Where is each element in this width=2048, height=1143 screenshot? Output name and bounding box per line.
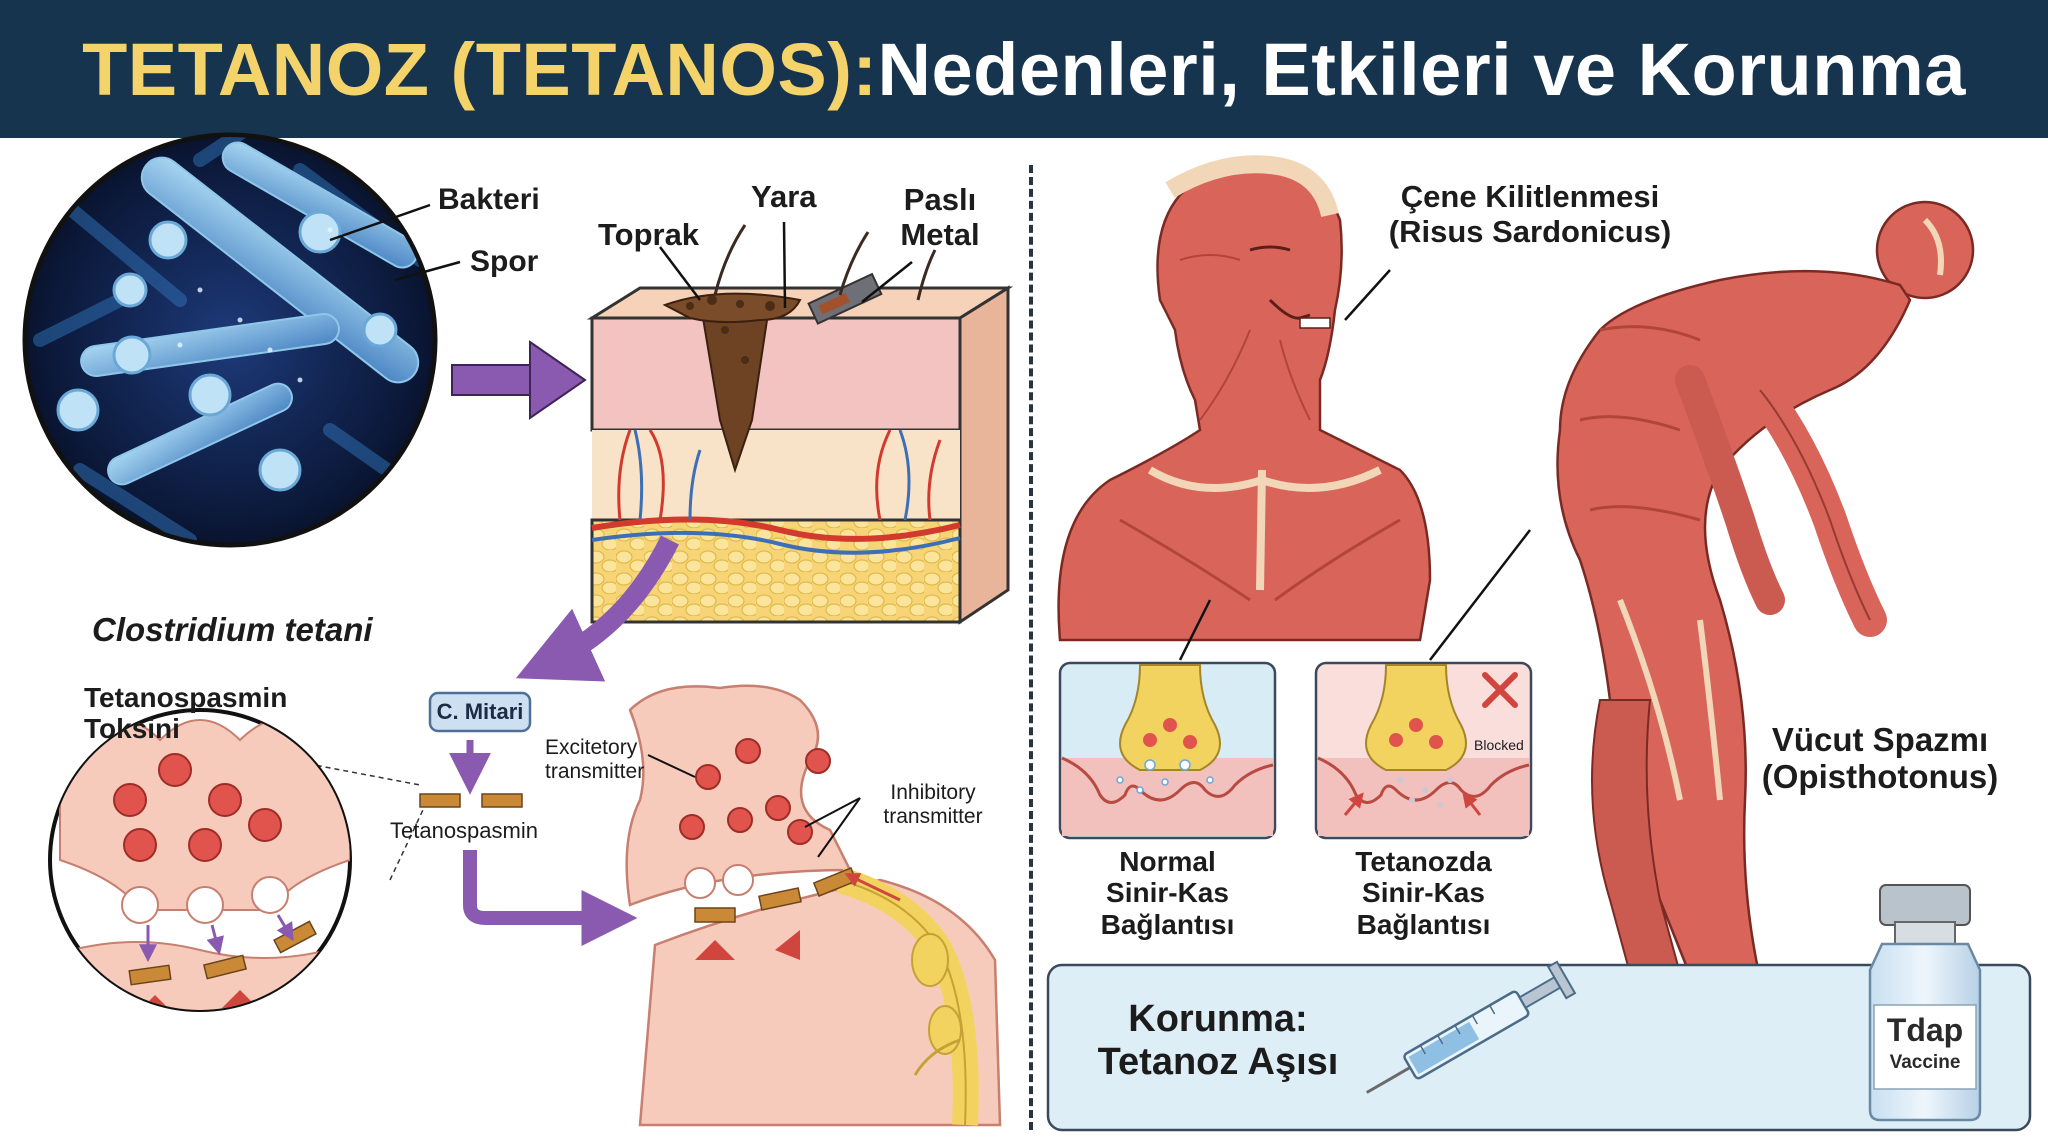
normal-junction-panel [1058,661,1277,840]
bakteri-label: Bakteri [438,183,540,216]
section-divider [1029,165,1033,1130]
bacteria-microscope-view [22,132,461,548]
jaw-leader-line [1344,269,1391,321]
pasli-metal-label: Paslı Metal [900,182,980,252]
spor-label: Spor [470,245,539,278]
page-title: TETANOZ (TETANOS): Nedenleri, Etkileri v… [0,0,2048,138]
title-main: Nedenleri, Etkileri ve Korunma [877,27,1966,111]
spasm-leader-line [1429,529,1531,661]
toxin-molecules [419,793,523,808]
yara-leader-line [782,221,787,309]
skin-wound-cross-section [586,221,1014,625]
tetanus-junction-panel [1314,661,1533,840]
rusty-metal-icon [807,272,883,325]
arrow-wound-to-toxin [515,535,679,682]
bakteri-leader-line [329,203,431,242]
mechanism-diagram [419,684,1002,1127]
toxin-label: Tetanospasmin Toksini [84,682,288,745]
normal-junction-label: Normal Sinir-Kas Bağlantısı [1100,846,1235,940]
toprak-leader-line [659,246,701,301]
spor-leader-line [394,260,461,282]
protection-label: Korunma: Tetanoz Aşısı [1097,998,1339,1083]
red-x-icon [1482,672,1518,708]
vial-vaccine-label: Vaccine [1889,1052,1961,1073]
vial-tdap-label: Tdap [1886,1012,1964,1048]
species-name: Clostridium tetani [92,611,373,648]
title-accent: TETANOZ (TETANOS): [82,27,878,111]
title-banner [0,0,2048,138]
c-mitari-label: C. Mitari [436,699,524,724]
protection-panel [1046,884,2032,1132]
tetanospasmin-label: Tetanospasmin [390,818,538,843]
blocked-label: Blocked [1474,737,1524,753]
pasli-leader-line [861,261,913,303]
yara-label: Yara [751,179,817,214]
inhibitory-transmitter-label: Inhibitory transmitter [883,781,983,829]
jaw-lock-label: Çene Kilitlenmesi (Risus Sardonicus) [1388,179,1672,249]
c-mitari-box [428,691,532,733]
vaccine-vial-icon [1868,884,1982,1122]
vesicles [679,738,831,845]
toprak-label: Toprak [598,217,700,252]
body-spasm-label: Vücut Spazmı (Opisthotonus) [1761,721,1999,795]
head-chest-muscle-figure [1057,155,1432,661]
syringe-icon [1365,960,1577,1094]
tetanus-junction-label: Tetanozda Sinir-Kas Bağlantısı [1355,846,1492,940]
excitatory-transmitter-label: Excitetory transmitter [545,736,645,784]
toxin-zoom-view [48,708,431,1012]
arrow-bacteria-to-wound [451,340,587,420]
arrow-toxin-to-synapse [463,850,638,946]
